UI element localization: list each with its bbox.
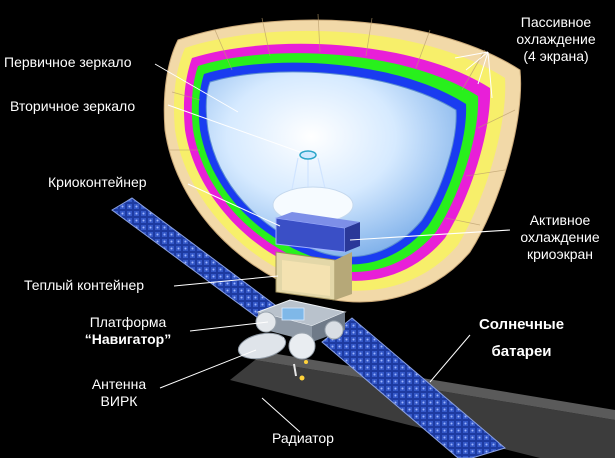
active-cooling-line2: охлаждение xyxy=(520,229,600,245)
leader-lines xyxy=(154,51,511,433)
primary-mirror-label: Первичное зеркало xyxy=(4,54,132,70)
solar-line1: Солнечные xyxy=(478,316,565,333)
platform-line1: Платформа xyxy=(89,314,167,330)
passive-cooling-line3: (4 экрана) xyxy=(523,48,589,64)
cryocontainer-label: Криоконтейнер xyxy=(48,174,147,190)
active-cooling-line1: Активное xyxy=(529,212,591,228)
passive-cooling-line2: охлаждение xyxy=(516,31,596,47)
secondary-mirror-label: Вторичное зеркало xyxy=(10,98,136,114)
antenna-line2: ВИРК xyxy=(100,393,138,409)
cryocontainer xyxy=(275,212,360,253)
active-cooling-label: Активное охлаждение криоэкран xyxy=(508,212,612,263)
solar-panel-left xyxy=(111,197,276,319)
radiator-label: Радиатор xyxy=(272,430,334,446)
warm-container-label: Теплый контейнер xyxy=(24,277,145,293)
navigator-platform xyxy=(255,299,347,381)
primary-mirror xyxy=(205,71,457,258)
platform-label: Платформа “Навигатор” xyxy=(68,314,188,348)
passive-cooling-line1: Пассивное xyxy=(520,14,592,30)
solar-panel-right xyxy=(321,317,507,458)
solar-panels-label: Солнечные батареи xyxy=(464,316,579,360)
passive-cooling-label: Пассивное охлаждение (4 экрана) xyxy=(505,14,607,65)
warm-container xyxy=(275,251,352,301)
active-cooling-line3: криоэкран xyxy=(526,246,594,262)
solar-line2: батареи xyxy=(491,343,552,360)
antenna-label: Антенна ВИРК xyxy=(74,376,164,410)
antenna-line1: Антенна xyxy=(91,376,147,392)
platform-line2: “Навигатор” xyxy=(84,331,172,347)
